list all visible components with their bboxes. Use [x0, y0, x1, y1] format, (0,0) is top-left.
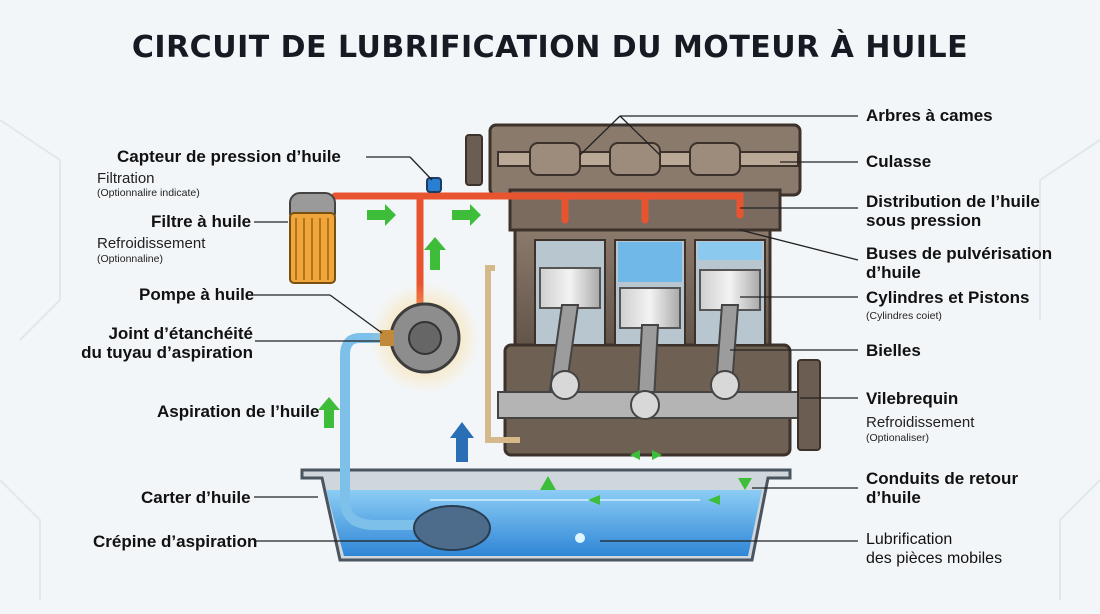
label-suction-seal-line1: Joint d’étanchéité: [108, 324, 253, 343]
label-lubrication-line2: des pièces mobiles: [866, 550, 1003, 567]
label-suction-seal-line2: du tuyau d’aspiration: [81, 343, 253, 362]
strainer: [413, 505, 491, 551]
oil-pump: [380, 302, 461, 374]
note-cooling: (Optionnaline): [97, 253, 163, 265]
label-spray-nozzles-line1: Buses de pulvérisation: [866, 244, 1053, 263]
leader-lines: [254, 115, 859, 542]
label-cylinders-pistons: Cylindres et Pistons: [866, 288, 1030, 307]
label-camshafts: Arbres à cames: [866, 106, 993, 125]
note-cylinders: (Cylindres coiet): [866, 310, 942, 322]
oil-filter: [289, 192, 336, 284]
label-pressure-sensor: Capteur de pression d’huile: [117, 147, 341, 166]
label-spray-nozzles-line2: d’huile: [866, 263, 921, 282]
label-return-ducts-line2: d’huile: [866, 488, 921, 507]
suction-arrow: [450, 422, 474, 462]
engine-block: [465, 123, 821, 457]
flow-arrows: [318, 204, 752, 505]
label-pressure-distribution-line2: sous pression: [866, 211, 982, 230]
label-filtration: Filtration: [97, 170, 155, 187]
diagram-title: CIRCUIT DE LUBRIFICATION DU MOTEUR À HUI…: [131, 30, 969, 65]
note-crank-cooling: (Optionaliser): [866, 432, 930, 444]
label-oil-suction: Aspiration de l’huile: [157, 402, 320, 421]
label-cylinder-head: Culasse: [866, 152, 932, 171]
label-connecting-rods: Bielles: [866, 341, 921, 360]
suction-pipe: [340, 333, 425, 530]
label-oil-pan: Carter d’huile: [141, 488, 251, 507]
label-lubrication-line1: Lubrification: [866, 531, 953, 548]
pressure-sensor: [426, 177, 442, 193]
label-oil-filter: Filtre à huile: [151, 212, 252, 231]
background-pattern: [0, 119, 1100, 600]
label-suction-strainer: Crépine d’aspiration: [93, 532, 258, 551]
label-pressure-distribution-line1: Distribution de l’huile: [866, 192, 1040, 211]
note-filtration: (Optionnalire indicate): [97, 187, 200, 199]
label-crankshaft: Vilebrequin: [866, 389, 959, 408]
label-return-ducts-line1: Conduits de retour: [866, 469, 1019, 488]
label-oil-pump: Pompe à huile: [139, 285, 255, 304]
label-cooling: Refroidissement: [97, 235, 206, 252]
label-crank-cooling: Refroidissement: [866, 414, 975, 431]
